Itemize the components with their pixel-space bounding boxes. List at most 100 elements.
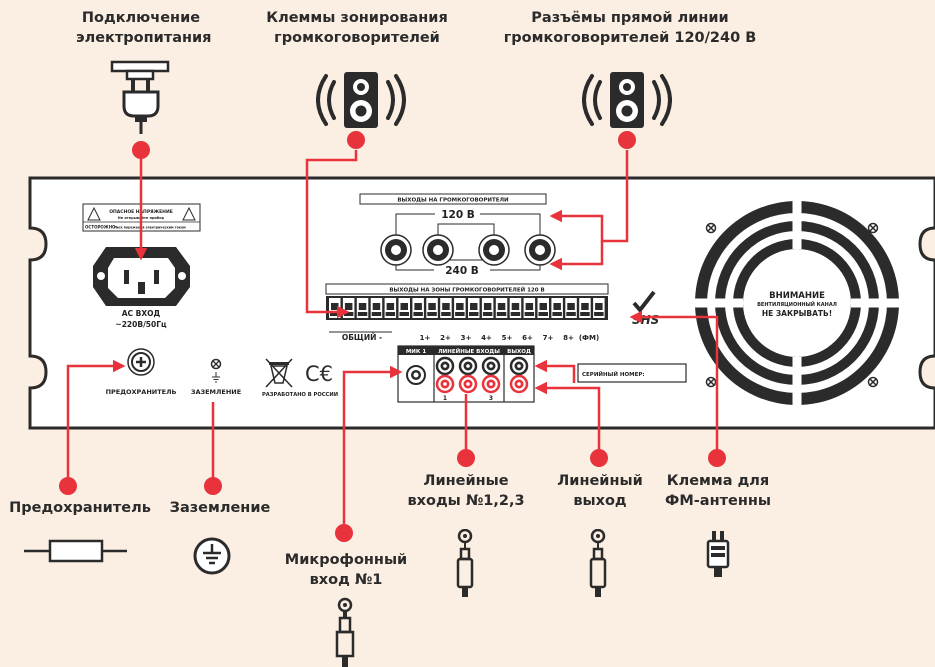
voltage-120-label: 120 В — [441, 209, 475, 221]
zone-label: 1+ — [420, 334, 431, 342]
line-num-1: 1 — [443, 395, 447, 402]
rca-plug-icon-output — [589, 529, 607, 599]
zone-terminal-cell — [495, 298, 508, 318]
zone-terminal-cell — [551, 298, 563, 318]
zone-terminal-block: ВЫХОДЫ НА ЗОНЫ ГРОМКОГОВОРИТЕЛЕЙ 120 В О… — [325, 283, 609, 342]
zone-number-labels: 1+ 2+ 3+ 4+ 5+ 6+ 7+ 8+ (ФМ) — [420, 334, 600, 342]
certification-marks: C€ РАЗРАБОТАНО В РОССИИ — [262, 358, 338, 398]
fan-warning-text: НЕ ЗАКРЫВАТЬ! — [762, 309, 832, 318]
fuse-callout-label: Предохранитель — [9, 500, 151, 516]
caution-text: Риск поражения электрическим током — [114, 226, 186, 230]
rca-jack — [481, 374, 501, 394]
zone-terminal-cell — [426, 298, 438, 318]
speakon-jack-1 — [380, 234, 412, 266]
speaker-icon-direct — [582, 70, 672, 130]
zone-terminal-cell — [509, 298, 522, 318]
fuse-panel-label: ПРЕДОХРАНИТЕЛЬ — [106, 388, 177, 396]
line-inputs-callout-label: Линейные входы №1,2,3 — [405, 471, 527, 511]
speaker-outputs-title: ВЫХОДЫ НА ГРОМКОГОВОРИТЕЛИ — [397, 198, 509, 204]
ac-label-2: ~220В/50Гц — [115, 320, 167, 329]
line-output-line-2: выход — [573, 493, 627, 509]
io-block: МИК 1 ЛИНЕЙНЫЕ ВХОДЫ ВЫХОД 1 3 — [397, 345, 535, 403]
zone-terminal-cell — [579, 298, 591, 318]
callout-dots — [59, 131, 726, 542]
zone-label: 8+ — [563, 334, 574, 342]
mic-callout-line-2: вход №1 — [309, 572, 383, 588]
line-in-header: ЛИНЕЙНЫЕ ВХОДЫ — [438, 347, 500, 355]
ce-mark-icon: C€ — [305, 362, 333, 386]
jack-plug-icon — [335, 597, 355, 667]
zone-terminals-line-2: громкоговорителей — [274, 30, 440, 46]
zone-terminal-cell — [440, 298, 452, 318]
zone-terminal-cell — [412, 298, 424, 318]
zone-terminal-cell — [398, 298, 410, 318]
zone-terminal-cell — [537, 298, 549, 318]
zone-terminal-cell — [356, 298, 369, 318]
made-in-label: РАЗРАБОТАНО В РОССИИ — [262, 392, 338, 398]
output-header: ВЫХОД — [507, 349, 531, 355]
rca-jack — [481, 356, 501, 376]
zone-terminal-cell — [370, 298, 383, 318]
direct-line-line-1: Разъёмы прямой линии — [531, 10, 729, 26]
fuse-symbol-icon — [24, 539, 127, 563]
voltage-240-label: 240 В — [445, 265, 479, 277]
power-plug-icon — [110, 60, 170, 134]
zone-terminal-cell — [565, 298, 577, 318]
line-output-callout-label: Линейный выход — [550, 471, 650, 511]
zone-label: 5+ — [502, 334, 513, 342]
zone-terminal-cell — [454, 298, 466, 318]
fm-callout-line-1: Клемма для — [666, 473, 770, 489]
svg-text:SHS: SHS — [632, 313, 659, 327]
line-inputs-line-1: Линейные — [423, 473, 509, 489]
rca-plug-icon-input — [456, 529, 474, 599]
fuse-holder: ПРЕДОХРАНИТЕЛЬ — [106, 348, 177, 396]
zone-label: 3+ — [461, 334, 472, 342]
fan-grille: ВНИМАНИЕ ВЕНТИЛЯЦИОННЫЙ КАНАЛ НЕ ЗАКРЫВА… — [694, 200, 900, 406]
speakon-jack-4 — [524, 234, 556, 266]
rca-jack — [435, 356, 455, 376]
panel-screws — [705, 222, 879, 388]
fan-warning-sub: ВЕНТИЛЯЦИОННЫЙ КАНАЛ — [757, 300, 837, 308]
direct-line-callout-label: Разъёмы прямой линии громкоговорителей 1… — [500, 8, 760, 48]
rca-jack — [458, 356, 478, 376]
fm-connector-icon — [706, 531, 730, 577]
zone-label: 2+ — [440, 334, 451, 342]
line-num-3: 3 — [489, 395, 493, 402]
mic-jack — [406, 365, 426, 385]
speaker-icon-zones — [316, 70, 406, 130]
rca-jack — [458, 374, 478, 394]
zone-terminal-cell — [384, 298, 397, 318]
zone-label: (ФМ) — [579, 334, 599, 342]
speakon-jack-3 — [478, 234, 510, 266]
ac-label-1: AC ВХОД — [122, 309, 161, 318]
fm-callout-line-2: ФМ-антенны — [664, 493, 772, 509]
zone-terminal-cell — [593, 298, 605, 318]
mic-callout-label: Микрофонный вход №1 — [280, 550, 412, 590]
zone-terminal-cell — [342, 298, 355, 318]
rca-jack — [435, 374, 455, 394]
zone-terminals-callout-label: Клеммы зонирования громкоговорителей — [262, 8, 452, 48]
caution-label: ОСТОРОЖНО: — [85, 225, 117, 230]
weee-bin-icon — [265, 358, 293, 388]
zone-terminal-cell — [468, 298, 480, 318]
speakon-jack-2 — [422, 234, 454, 266]
zone-label: 7+ — [543, 334, 554, 342]
ground-screw: ЗАЗЕМЛЕНИЕ — [191, 358, 241, 396]
mic-callout-line-1: Микрофонный — [284, 552, 408, 568]
zone-label: 6+ — [522, 334, 533, 342]
rca-jacks — [435, 356, 529, 394]
zone-common-label: ОБЩИЙ - — [342, 333, 382, 342]
zone-terminal-cells — [329, 298, 605, 318]
line-output-line-1: Линейный — [557, 473, 643, 489]
zone-block-title: ВЫХОДЫ НА ЗОНЫ ГРОМКОГОВОРИТЕЛЕЙ 120 В — [389, 286, 544, 294]
fm-callout-label: Клемма для ФМ-антенны — [660, 471, 776, 511]
line-inputs-line-2: входы №1,2,3 — [407, 493, 525, 509]
serial-label: СЕРИЙНЫЙ НОМЕР: — [582, 370, 645, 378]
rca-jack — [509, 374, 529, 394]
speaker-outputs-block: ВЫХОДЫ НА ГРОМКОГОВОРИТЕЛИ 120 В 240 В — [359, 193, 556, 277]
zone-label: 4+ — [481, 334, 492, 342]
zone-terminal-cell — [523, 298, 536, 318]
ground-symbol-icon — [193, 537, 231, 575]
ac-inlet: AC ВХОД ~220В/50Гц — [93, 247, 190, 329]
